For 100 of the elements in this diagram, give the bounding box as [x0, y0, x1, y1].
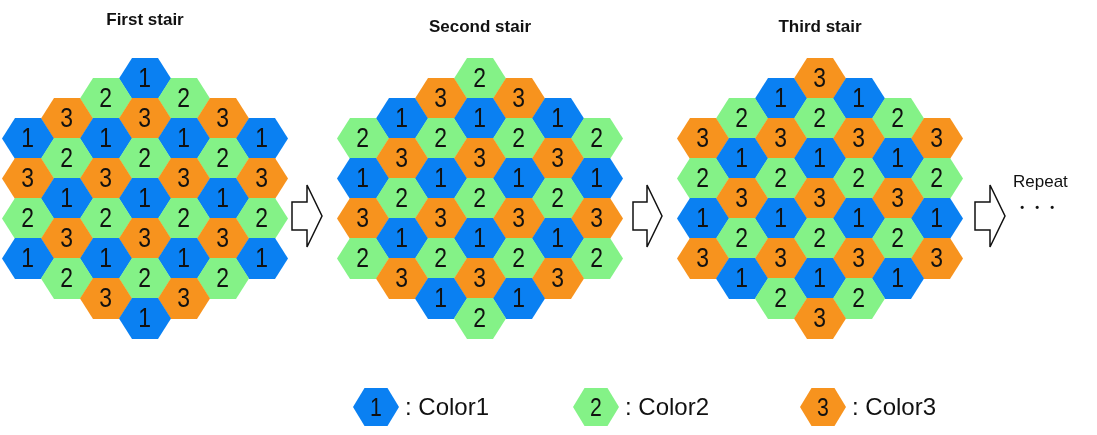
- tile-number: 1: [590, 165, 604, 192]
- tile-number: 3: [60, 105, 74, 132]
- tile-number: 1: [216, 185, 230, 212]
- tile-number: 3: [395, 265, 409, 292]
- block-arrow: [974, 184, 1006, 248]
- tile-number: 3: [138, 225, 152, 252]
- tile-number: 2: [696, 165, 710, 192]
- tile-number: 3: [551, 265, 565, 292]
- tile-number: 1: [395, 105, 409, 132]
- tile-number: 1: [930, 205, 944, 232]
- tile-number: 2: [590, 245, 604, 272]
- tile-number: 1: [813, 265, 827, 292]
- tile-number: 3: [512, 205, 526, 232]
- tile-number: 3: [774, 125, 788, 152]
- tile-number: 1: [473, 105, 487, 132]
- tile-number: 2: [852, 285, 866, 312]
- tile-number: 1: [177, 245, 191, 272]
- tile-number: 1: [255, 245, 269, 272]
- tile-number: 1: [99, 245, 113, 272]
- tile-number: 1: [60, 185, 74, 212]
- tile-number: 3: [696, 245, 710, 272]
- tile-number: 3: [696, 125, 710, 152]
- tile-number: 2: [512, 125, 526, 152]
- tile-number: 1: [696, 205, 710, 232]
- tile-number: 1: [138, 305, 152, 332]
- tile-number: 2: [590, 125, 604, 152]
- tile-number: 2: [99, 205, 113, 232]
- tile-number: 2: [774, 165, 788, 192]
- tile-number: 3: [60, 225, 74, 252]
- tile-number: 3: [255, 165, 269, 192]
- tile-number: 1: [551, 105, 565, 132]
- tile-number: 2: [473, 305, 487, 332]
- tile-number: 2: [356, 125, 370, 152]
- tile-number: 3: [473, 265, 487, 292]
- tile-number: 1: [177, 125, 191, 152]
- tile-number: 2: [473, 65, 487, 92]
- tile-number: 2: [395, 185, 409, 212]
- tile-number: 2: [216, 265, 230, 292]
- tile-number: 1: [774, 85, 788, 112]
- tile-number: 2: [852, 165, 866, 192]
- tile-number: 3: [512, 85, 526, 112]
- tile-number: 3: [774, 245, 788, 272]
- tile-number: 3: [177, 165, 191, 192]
- tile-number: 2: [60, 265, 74, 292]
- stair-title: Second stair: [427, 17, 532, 37]
- tile-number: 3: [21, 165, 35, 192]
- tile-number: 1: [774, 205, 788, 232]
- tile-number: 2: [21, 205, 35, 232]
- tile-number: 2: [255, 205, 269, 232]
- tile-number: 3: [735, 185, 749, 212]
- tile-number: 2: [813, 105, 827, 132]
- tile-number: 1: [735, 145, 749, 172]
- tile-number: 3: [590, 205, 604, 232]
- tile-number: 2: [60, 145, 74, 172]
- tile-number: 3: [891, 185, 905, 212]
- tile-number: 1: [551, 225, 565, 252]
- tile-number: 2: [891, 225, 905, 252]
- tile-number: 3: [434, 205, 448, 232]
- tile-number: 1: [434, 165, 448, 192]
- swatch-number: 2: [590, 394, 602, 420]
- tile-number: 1: [21, 245, 35, 272]
- tile-number: 2: [512, 245, 526, 272]
- block-arrow: [291, 184, 323, 248]
- tile-number: 2: [434, 125, 448, 152]
- tile-number: 3: [551, 145, 565, 172]
- swatch-number: 3: [817, 394, 829, 420]
- tile-number: 3: [177, 285, 191, 312]
- tile-number: 2: [356, 245, 370, 272]
- tile-number: 2: [177, 85, 191, 112]
- tile-number: 3: [473, 145, 487, 172]
- tile-number: 1: [512, 165, 526, 192]
- tile-number: 3: [930, 125, 944, 152]
- block-arrow: [632, 184, 663, 248]
- tile-number: 1: [891, 265, 905, 292]
- tile-number: 3: [852, 125, 866, 152]
- tile-number: 3: [216, 105, 230, 132]
- tile-number: 3: [813, 185, 827, 212]
- legend-label: : Color2: [625, 393, 710, 421]
- tile-number: 1: [255, 125, 269, 152]
- tile-number: 2: [177, 205, 191, 232]
- tile-number: 3: [813, 65, 827, 92]
- tile-number: 2: [216, 145, 230, 172]
- tile-number: 3: [434, 85, 448, 112]
- tile-number: 1: [891, 145, 905, 172]
- tile-number: 1: [395, 225, 409, 252]
- tile-number: 2: [735, 225, 749, 252]
- swatch-number: 1: [370, 394, 382, 420]
- tile-number: 3: [813, 305, 827, 332]
- tile-number: 1: [21, 125, 35, 152]
- legend-label: : Color1: [405, 393, 490, 421]
- tile-number: 3: [852, 245, 866, 272]
- tile-number: 1: [473, 225, 487, 252]
- tile-number: 2: [551, 185, 565, 212]
- tile-number: 3: [138, 105, 152, 132]
- tile-number: 1: [138, 185, 152, 212]
- tile-number: 2: [813, 225, 827, 252]
- tile-number: 1: [356, 165, 370, 192]
- tile-number: 3: [216, 225, 230, 252]
- tile-number: 1: [813, 145, 827, 172]
- tile-number: 2: [138, 265, 152, 292]
